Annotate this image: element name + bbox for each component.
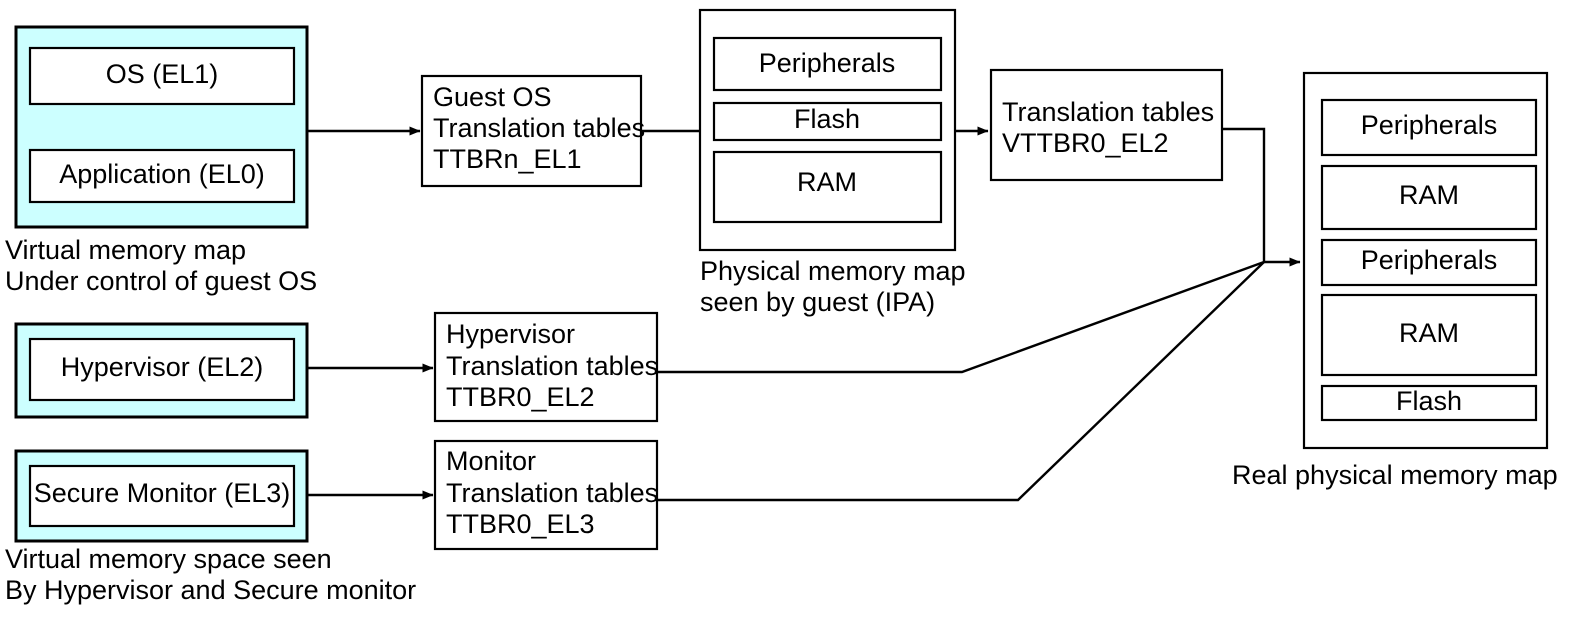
real-region-ram-1-box[interactable] (1320, 164, 1538, 231)
connector-mon-tt-to-real-map (657, 261, 1265, 502)
os-el1-box[interactable] (28, 46, 296, 106)
real-region-peripherals-1-box[interactable] (1320, 98, 1538, 157)
ipa-region-peripherals-label: Peripherals (759, 48, 896, 78)
real-region-flash-box[interactable] (1320, 384, 1538, 422)
application-el0-label: Application (EL0) (59, 159, 265, 189)
real-map-caption: Real physical memory map (1232, 460, 1558, 490)
privileged-vm-caption-line1: Virtual memory space seen (5, 544, 332, 574)
guest-tt-line2: Translation tables (433, 113, 645, 143)
hyp-tt-line1: Hypervisor (446, 319, 575, 349)
ipa-region-flash-box[interactable] (712, 101, 943, 142)
real-region-ram-2-box[interactable] (1320, 293, 1538, 377)
guest-tt-line3: TTBRn_EL1 (433, 144, 582, 174)
hypervisor-el2-box[interactable] (28, 337, 296, 402)
stage2-tt-line2: VTTBR0_EL2 (1002, 128, 1169, 158)
hypervisor-vm-block: Hypervisor (EL2) (14, 322, 309, 419)
hyp-tt-line3: TTBR0_EL2 (446, 382, 595, 412)
connector-stage2-tt-to-real-map (1222, 127, 1301, 267)
secure-monitor-el3-label: Secure Monitor (EL3) (34, 478, 291, 508)
ipa-region-ram-box[interactable] (712, 150, 943, 224)
connector-hyp-tt-to-real-map (657, 260, 1265, 374)
real-region-peripherals-1-label: Peripherals (1361, 110, 1498, 140)
ipa-memory-map-block: Peripherals Flash RAM (698, 8, 957, 252)
hypervisor-translation-tables-box[interactable]: Hypervisor Translation tables TTBR0_EL2 (433, 311, 659, 423)
application-el0-box[interactable] (28, 148, 296, 204)
hyp-tt-frame (433, 311, 659, 423)
os-el1-label: OS (EL1) (106, 59, 219, 89)
mon-tt-line3: TTBR0_EL3 (446, 509, 595, 539)
guest-tt-line1: Guest OS (433, 82, 552, 112)
secure-monitor-el3-box[interactable] (28, 464, 296, 528)
ipa-region-flash-label: Flash (794, 104, 860, 134)
mon-tt-line1: Monitor (446, 446, 536, 476)
ipa-region-peripherals-box[interactable] (712, 36, 943, 92)
secure-monitor-vm-block: Secure Monitor (EL3) (14, 449, 309, 543)
real-region-peripherals-2-label: Peripherals (1361, 245, 1498, 275)
guest-vm-caption-line2: Under control of guest OS (5, 266, 317, 296)
real-region-ram-1-label: RAM (1399, 180, 1459, 210)
hypervisor-el2-label: Hypervisor (EL2) (61, 352, 264, 382)
real-physical-memory-map-block: Peripherals RAM Peripherals RAM Flash (1302, 71, 1549, 450)
guest-vm-caption-line1: Virtual memory map (5, 235, 246, 265)
ipa-caption-line1: Physical memory map (700, 256, 966, 286)
stage2-tt-line1: Translation tables (1002, 97, 1214, 127)
mon-tt-frame (433, 439, 659, 551)
mon-tt-line2: Translation tables (446, 478, 658, 508)
monitor-translation-tables-box[interactable]: Monitor Translation tables TTBR0_EL3 (433, 439, 659, 551)
real-region-peripherals-2-box[interactable] (1320, 238, 1538, 287)
stage2-translation-tables-box[interactable]: Translation tables VTTBR0_EL2 (989, 68, 1224, 182)
hyp-tt-line2: Translation tables (446, 351, 658, 381)
ipa-caption-line2: seen by guest (IPA) (700, 287, 935, 317)
real-region-ram-2-label: RAM (1399, 318, 1459, 348)
guest-vm-block: OS (EL1) Application (EL0) (14, 25, 309, 229)
stage2-tt-frame (989, 68, 1224, 182)
privileged-vm-caption-line2: By Hypervisor and Secure monitor (5, 575, 416, 605)
guest-os-translation-tables-box[interactable]: Guest OS Translation tables TTBRn_EL1 (420, 74, 645, 188)
ipa-region-ram-label: RAM (797, 167, 857, 197)
real-region-flash-label: Flash (1396, 386, 1462, 416)
